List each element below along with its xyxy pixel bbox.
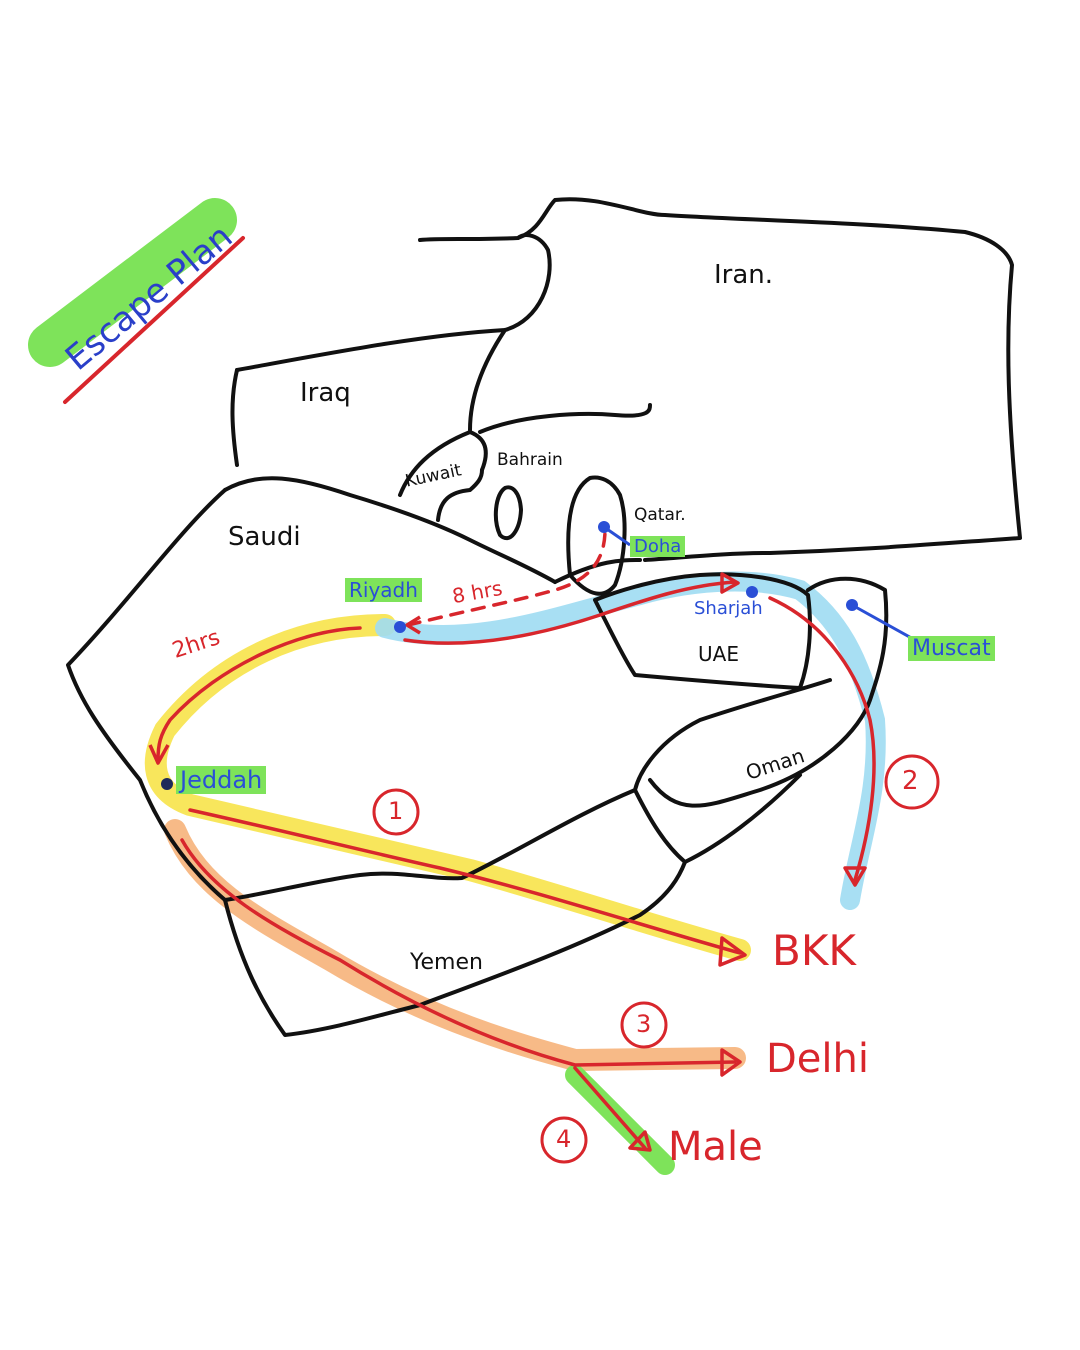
border-iran	[516, 197, 1022, 562]
label-iraq: Iraq	[300, 378, 351, 408]
label-uae: UAE	[698, 642, 739, 666]
bahrain-island	[493, 485, 523, 541]
jeddah-dot	[161, 778, 173, 790]
border-kuwait-inner	[436, 468, 484, 522]
arrow-riyadh	[405, 615, 421, 635]
border-saudi-north	[223, 476, 557, 584]
border-iraq	[235, 233, 552, 372]
destination-bkk: BKK	[772, 926, 856, 975]
destination-delhi: Delhi	[766, 1036, 869, 1082]
route-4-number: 4	[556, 1125, 572, 1153]
route-1-bkk	[188, 808, 742, 955]
route-3-number: 3	[636, 1010, 652, 1038]
border-gulf-coast	[478, 403, 652, 434]
border-saudi-west	[66, 488, 227, 902]
route-1-circle	[372, 788, 420, 836]
label-sharjah: Sharjah	[694, 598, 763, 619]
label-jeddah: Jeddah	[176, 766, 267, 794]
destination-male: Male	[668, 1124, 763, 1170]
border-kuwait	[398, 430, 488, 497]
arrow-jeddah	[148, 744, 170, 765]
route-4-circle	[540, 1116, 588, 1164]
route-2-number: 2	[902, 766, 919, 796]
route-riyadh-sharjah	[403, 580, 737, 645]
sharjah-dot	[746, 586, 758, 598]
border-iraq-iran	[468, 328, 507, 432]
label-riyadh: Riyadh	[345, 578, 422, 602]
border-qatar	[566, 475, 627, 596]
route-highlight-blue	[375, 571, 886, 910]
arrow-delhi	[720, 1048, 742, 1077]
label-doha: Doha	[630, 536, 686, 557]
route-sharjah-south	[768, 596, 876, 882]
route-3-delhi	[180, 838, 737, 1067]
label-yemen: Yemen	[410, 950, 483, 975]
doha-leader	[603, 525, 631, 547]
border-oman-inner	[633, 773, 802, 864]
border-saudi-south	[223, 788, 637, 902]
muscat-leader	[851, 603, 916, 642]
border-iraq-west	[230, 368, 239, 467]
route-riyadh-doha	[406, 528, 607, 627]
route-riyadh-jeddah	[156, 626, 362, 762]
route-3-circle	[620, 1001, 668, 1049]
label-saudi: Saudi	[228, 522, 301, 552]
label-qatar: Qatar.	[634, 505, 686, 525]
arrow-male	[628, 1130, 652, 1152]
arrow-sharjah	[720, 572, 740, 594]
border-saudi-east	[553, 558, 832, 792]
label-muscat: Muscat	[908, 636, 995, 661]
title-underline	[63, 236, 245, 404]
border-uae	[593, 572, 812, 690]
label-bahrain: Bahrain	[497, 450, 563, 470]
arrow-south	[843, 866, 867, 887]
title-highlight	[28, 198, 237, 367]
route-4-male	[573, 1066, 647, 1150]
route-2-circle	[884, 754, 940, 810]
route-1-number: 1	[388, 797, 404, 825]
riyadh-dot	[394, 621, 406, 633]
route-highlight-orange	[164, 819, 746, 1072]
arrow-bkk	[718, 936, 747, 967]
label-iran: Iran.	[714, 260, 774, 290]
